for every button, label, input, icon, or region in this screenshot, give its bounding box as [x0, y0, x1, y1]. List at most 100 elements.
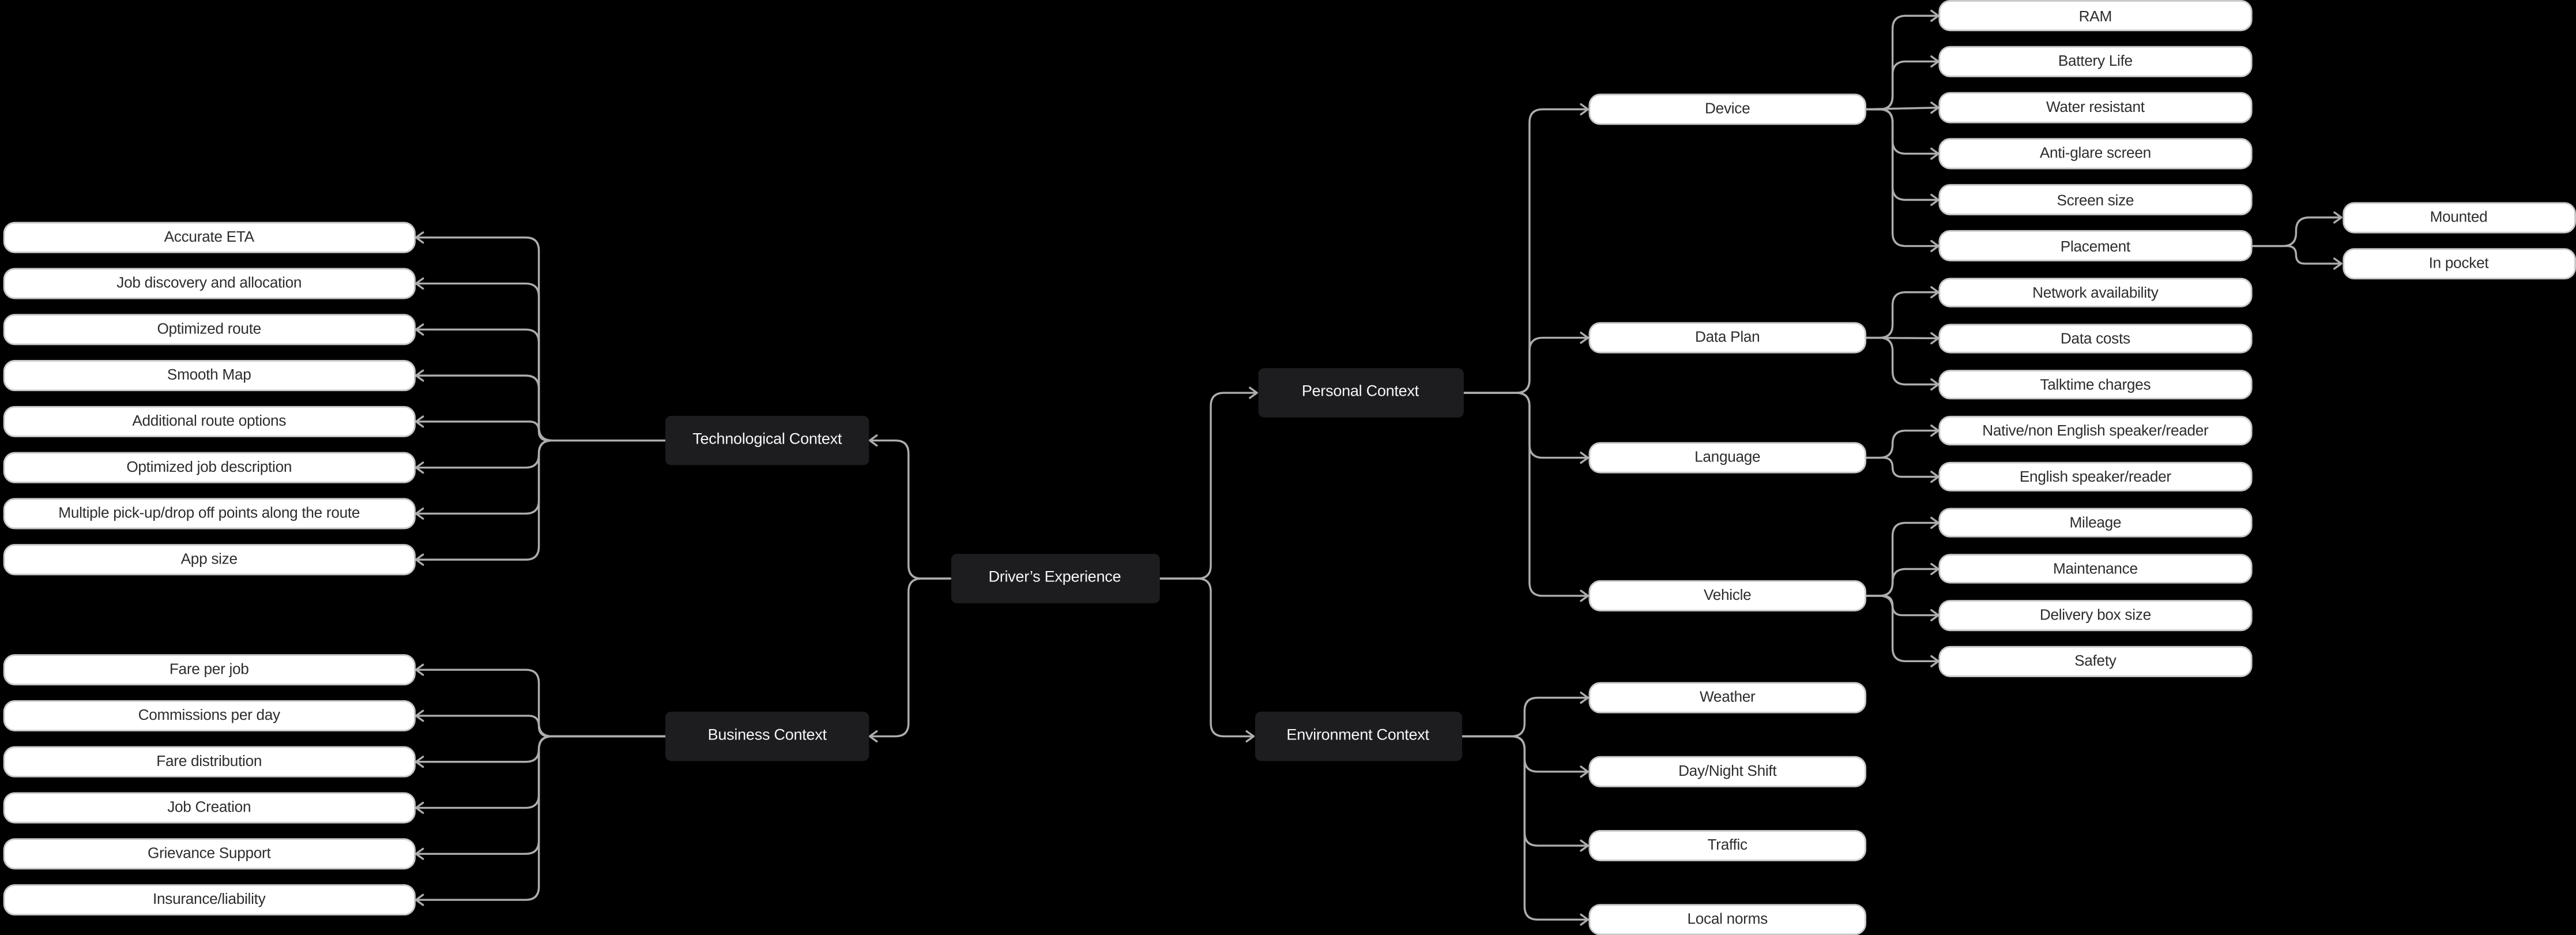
- node-label: Optimized job description: [126, 459, 292, 476]
- edge-connector: [1462, 392, 1588, 459]
- node-commissions-per-day[interactable]: Commissions per day: [3, 700, 416, 731]
- node-label: Talktime charges: [2040, 376, 2151, 393]
- node-mounted[interactable]: Mounted: [2342, 202, 2575, 233]
- node-label: In pocket: [2428, 255, 2489, 272]
- edge-arrowhead: [1580, 332, 1590, 344]
- node-battery-life[interactable]: Battery Life: [1939, 46, 2252, 77]
- edge-connector: [416, 420, 666, 442]
- node-optimized-job-description[interactable]: Optimized job description: [3, 452, 416, 483]
- edge-arrowhead: [415, 553, 424, 566]
- node-delivery-box-size[interactable]: Delivery box size: [1939, 600, 2252, 631]
- edge-connector: [416, 374, 666, 442]
- node-mileage[interactable]: Mileage: [1939, 507, 2252, 538]
- edge-connector: [1865, 108, 1939, 155]
- edge-arrowhead: [1249, 386, 1258, 399]
- node-screen-size[interactable]: Screen size: [1939, 184, 2252, 215]
- node-label: Vehicle: [1704, 587, 1752, 604]
- node-data-plan[interactable]: Data Plan: [1588, 322, 1867, 354]
- edge-connector: [416, 669, 666, 738]
- node-label: Traffic: [1707, 837, 1748, 854]
- node-safety[interactable]: Safety: [1939, 645, 2252, 677]
- node-environment-context[interactable]: Environment Context: [1254, 712, 1462, 761]
- edge-connector: [1865, 291, 1939, 339]
- node-language[interactable]: Language: [1588, 442, 1867, 474]
- edge-connector: [1158, 392, 1257, 580]
- edge-arrowhead: [1930, 193, 1939, 206]
- node-app-size[interactable]: App size: [3, 544, 416, 575]
- node-traffic[interactable]: Traffic: [1588, 830, 1867, 861]
- edge-arrowhead: [1930, 609, 1939, 622]
- edge-arrowhead: [415, 801, 424, 814]
- node-label: Anti-glare screen: [2039, 145, 2151, 162]
- edge-arrowhead: [1930, 55, 1939, 68]
- edge-arrowhead: [1930, 286, 1939, 299]
- node-native-non-english-speaker-reader[interactable]: Native/non English speaker/reader: [1939, 415, 2252, 446]
- node-vehicle[interactable]: Vehicle: [1588, 580, 1867, 611]
- node-multiple-pickup-dropoff-points[interactable]: Multiple pick-up/drop off points along t…: [3, 498, 416, 529]
- node-maintenance[interactable]: Maintenance: [1939, 553, 2252, 584]
- edge-arrowhead: [415, 415, 424, 428]
- node-label: Smooth Map: [167, 367, 251, 384]
- node-business-context[interactable]: Business Context: [665, 712, 869, 761]
- node-insurance-liability[interactable]: Insurance/liability: [3, 884, 416, 915]
- node-label: Optimized route: [157, 321, 261, 338]
- edge-arrowhead: [1930, 9, 1939, 22]
- node-water-resistant[interactable]: Water resistant: [1939, 92, 2252, 123]
- node-drivers-experience[interactable]: Driver’s Experience: [950, 554, 1159, 603]
- node-placement[interactable]: Placement: [1939, 231, 2252, 262]
- node-label: Additional route options: [132, 413, 287, 430]
- node-in-pocket[interactable]: In pocket: [2342, 248, 2575, 279]
- node-label: Data costs: [2060, 330, 2130, 347]
- node-fare-per-job[interactable]: Fare per job: [3, 654, 416, 685]
- node-label: Accurate ETA: [164, 229, 254, 246]
- edge-connector: [1865, 568, 1939, 597]
- node-data-costs[interactable]: Data costs: [1939, 322, 2252, 354]
- edge-connector: [1158, 577, 1254, 738]
- edge-connector: [1462, 392, 1588, 597]
- node-grievance-support[interactable]: Grievance Support: [3, 838, 416, 869]
- node-job-discovery-and-allocation[interactable]: Job discovery and allocation: [3, 268, 416, 299]
- edge-arrowhead: [415, 507, 424, 520]
- edge-arrowhead: [415, 663, 424, 676]
- node-weather[interactable]: Weather: [1588, 682, 1867, 714]
- edge-connector: [1865, 429, 1939, 459]
- edge-arrowhead: [1930, 516, 1939, 529]
- node-local-norms[interactable]: Local norms: [1588, 904, 1867, 935]
- node-talktime-charges[interactable]: Talktime charges: [1939, 369, 2252, 400]
- node-label: Commissions per day: [138, 707, 281, 724]
- edge-arrowhead: [415, 847, 424, 860]
- edge-arrowhead: [1930, 147, 1939, 160]
- node-fare-distribution[interactable]: Fare distribution: [3, 746, 416, 778]
- node-personal-context[interactable]: Personal Context: [1257, 369, 1463, 417]
- node-device[interactable]: Device: [1588, 93, 1867, 125]
- edge-connector: [1865, 108, 1939, 247]
- edge-arrowhead: [1245, 730, 1255, 743]
- node-label: Language: [1694, 449, 1761, 466]
- edge-arrowhead: [2333, 257, 2342, 270]
- node-english-speaker-reader[interactable]: English speaker/reader: [1939, 461, 2252, 493]
- edge-connector: [1865, 456, 1939, 478]
- node-accurate-eta[interactable]: Accurate ETA: [3, 222, 416, 253]
- edge-connector: [416, 735, 666, 901]
- edge-arrowhead: [2333, 211, 2342, 224]
- node-label: Grievance Support: [148, 846, 271, 862]
- node-technological-context[interactable]: Technological Context: [665, 416, 869, 465]
- node-label: Personal Context: [1301, 384, 1419, 402]
- edge-connector: [1865, 60, 1939, 111]
- edge-arrowhead: [415, 369, 424, 382]
- edge-arrowhead: [415, 277, 424, 290]
- node-job-creation[interactable]: Job Creation: [3, 792, 416, 823]
- node-additional-route-options[interactable]: Additional route options: [3, 406, 416, 437]
- node-optimized-route[interactable]: Optimized route: [3, 314, 416, 345]
- edge-connector: [1865, 595, 1939, 617]
- edge-connector: [1460, 735, 1588, 921]
- node-ram[interactable]: RAM: [1939, 0, 2252, 31]
- edge-arrowhead: [868, 730, 878, 743]
- node-smooth-map[interactable]: Smooth Map: [3, 360, 416, 391]
- node-network-availability[interactable]: Network availability: [1939, 277, 2252, 308]
- node-label: App size: [180, 551, 238, 568]
- node-label: Water resistant: [2046, 99, 2145, 116]
- node-label: Insurance/liability: [153, 891, 266, 908]
- node-day-night-shift[interactable]: Day/Night Shift: [1588, 756, 1867, 787]
- node-anti-glare-screen[interactable]: Anti-glare screen: [1939, 138, 2252, 169]
